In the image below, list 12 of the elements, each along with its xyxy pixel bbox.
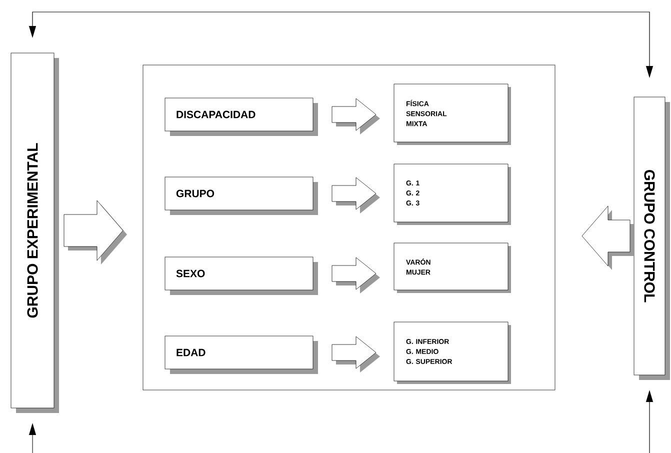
block-arrow <box>582 206 634 270</box>
block-arrow <box>332 336 380 372</box>
block-arrow <box>332 257 380 294</box>
block-arrow <box>64 200 127 264</box>
group-box: GRUPO EXPERIMENTAL <box>10 52 59 413</box>
category-box: EDAD <box>164 336 318 374</box>
group-box: GRUPO CONTROL <box>634 96 670 380</box>
category-box: SEXO <box>164 256 318 295</box>
category-box: GRUPO <box>164 176 318 215</box>
block-arrow <box>332 177 380 214</box>
category-box: DISCAPACIDAD <box>164 98 318 136</box>
block-arrow <box>332 98 380 134</box>
